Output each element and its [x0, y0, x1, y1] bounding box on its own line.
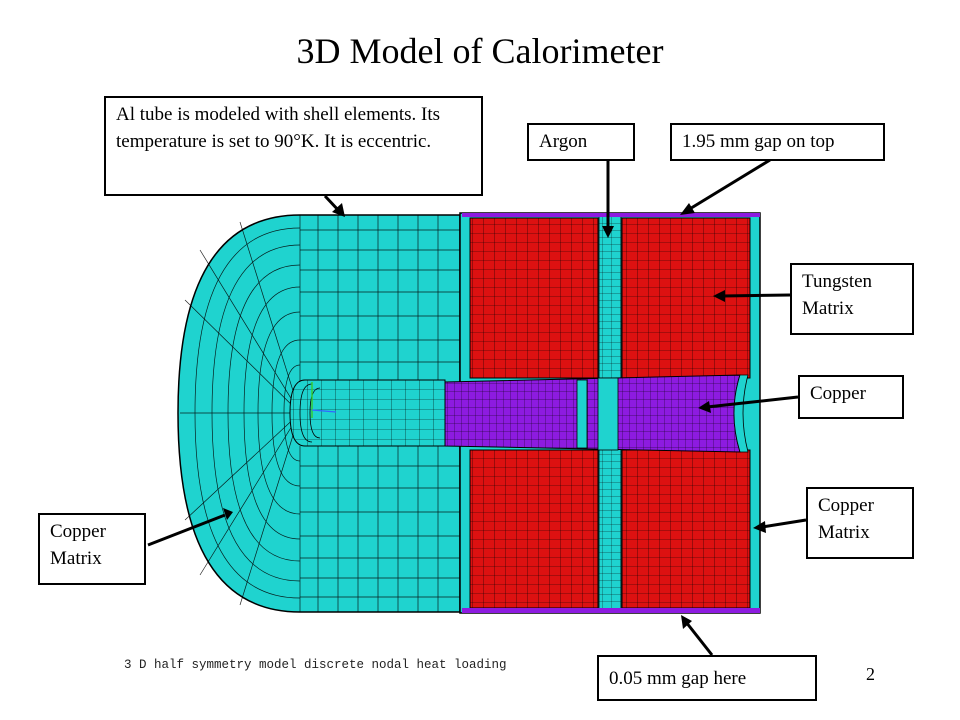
- argon-callout: Argon: [527, 123, 635, 161]
- tungsten-block-lower-left: [469, 449, 599, 609]
- gap-bottom-callout-text: 0.05 mm gap here: [609, 668, 747, 689]
- footer-caption: 3 D half symmetry model discrete nodal h…: [124, 658, 507, 672]
- copper-matrix-left-callout: Copper Matrix: [38, 513, 146, 585]
- page-number: 2: [866, 664, 875, 684]
- argon-callout-text: Argon: [539, 131, 588, 152]
- al-tube-callout: Al tube is modeled with shell elements. …: [104, 96, 483, 196]
- al-tube-callout-text: Al tube is modeled with shell elements. …: [116, 104, 441, 152]
- copper-matrix-right-callout: Copper Matrix: [806, 487, 914, 559]
- page-title: 3D Model of Calorimeter: [296, 31, 664, 71]
- tungsten-matrix-callout-line1: Tungsten: [802, 271, 873, 292]
- copper-core: [444, 374, 749, 453]
- tungsten-matrix-callout: Tungsten Matrix: [790, 263, 914, 335]
- copper-callout: Copper: [798, 375, 904, 419]
- copper-layer-bottom: [462, 608, 760, 613]
- copper-layer-top: [462, 213, 760, 217]
- copper-callout-text: Copper: [810, 383, 866, 404]
- gap-top-callout: 1.95 mm gap on top: [670, 123, 885, 161]
- callout-arrows: [147, 158, 807, 656]
- copper-matrix-right-callout-line1: Copper: [818, 495, 874, 516]
- gap-bottom-callout: 0.05 mm gap here: [597, 655, 817, 701]
- al-tube: [289, 379, 446, 447]
- tungsten-block-upper-right: [621, 217, 751, 379]
- copper-matrix-right-callout-line2: Matrix: [818, 522, 870, 543]
- copper-matrix-left-callout-line2: Matrix: [50, 548, 102, 569]
- copper-matrix-left-callout-line1: Copper: [50, 521, 106, 542]
- gap-top-callout-text: 1.95 mm gap on top: [682, 131, 835, 152]
- tungsten-block-upper-left: [469, 217, 599, 379]
- tungsten-matrix-callout-line2: Matrix: [802, 298, 854, 319]
- tungsten-block-lower-right: [621, 449, 751, 609]
